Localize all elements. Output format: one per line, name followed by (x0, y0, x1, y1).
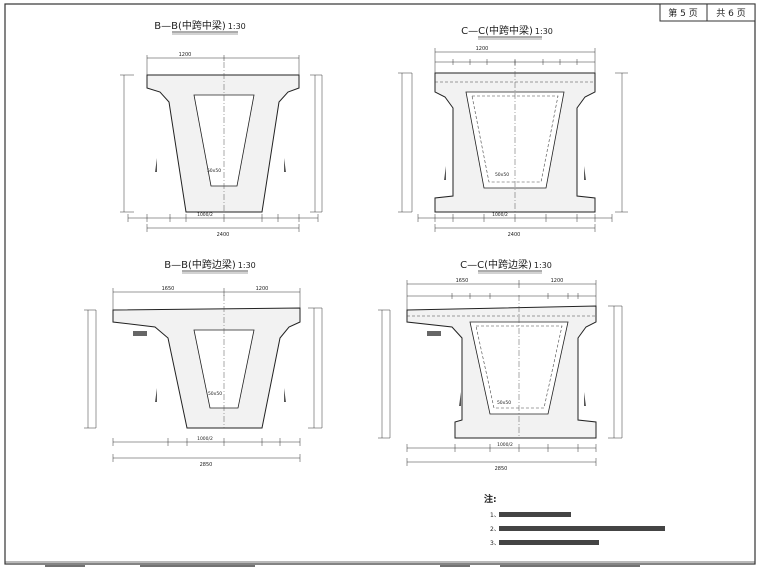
slope-triangle-left (444, 166, 446, 180)
bottom-half-width-label: 1000/2 (492, 212, 508, 218)
height-dimension (378, 305, 623, 439)
slope-triangle-right (584, 392, 586, 406)
beam-void (469, 321, 569, 415)
top-dimension (434, 48, 596, 73)
page-number: 第 5 页 (668, 7, 697, 19)
section-title: C—C(中跨中梁)1:30 (461, 24, 553, 37)
bottom-half-width-label: 1000/2 (197, 436, 213, 442)
overall-width-label: 2400 (217, 232, 230, 238)
section-cc-edge-beam: C—C(中跨边梁)1:30 1650 1200 1000/2 2850 50x5… (378, 258, 623, 472)
section-bb-edge-beam: B—B(中跨边梁)1:30 1650 1200 1000/2 2850 50x5… (84, 258, 323, 468)
bottom-dimension (417, 214, 613, 232)
height-dimension (398, 72, 628, 213)
bottom-half-width-label: 1000/2 (497, 442, 513, 448)
notes-block: 注: 1、 2、 3、 (484, 493, 665, 547)
overall-width-label: 2850 (200, 462, 213, 468)
fillet-label: 50x50 (208, 391, 222, 397)
note-line-3 (499, 540, 599, 545)
inner-void-dashed (475, 325, 563, 409)
slope-triangle-right (284, 158, 286, 172)
top-width-label: 1200 (179, 52, 192, 58)
bottom-dimension (406, 444, 597, 466)
page-total: 共 6 页 (716, 8, 745, 19)
section-title: B—B(中跨中梁)1:30 (154, 19, 246, 32)
outer-frame (4, 3, 756, 565)
slope-triangle-left (459, 392, 461, 406)
title-strip (5, 561, 755, 567)
slope-triangle-left (155, 388, 157, 402)
note-number-2: 2、 (490, 526, 500, 533)
edge-marker (427, 331, 441, 336)
note-number-1: 1、 (490, 512, 500, 519)
fillet-label: 50x50 (497, 400, 511, 406)
bottom-dimension (127, 214, 319, 232)
top-dimension (112, 288, 301, 310)
bottom-half-width-label: 1000/2 (197, 212, 213, 218)
section-title: C—C(中跨边梁)1:30 (460, 258, 552, 271)
section-cc-middle-beam: C—C(中跨中梁)1:30 1200 1000/2 2400 50x50 (398, 24, 628, 238)
edge-marker (133, 331, 147, 336)
fillet-label: 50x50 (495, 172, 509, 178)
overall-width-label: 2400 (508, 232, 521, 238)
slope-triangle-left (155, 158, 157, 172)
top-width-label: 1200 (476, 46, 489, 52)
fillet-label: 50x50 (207, 168, 221, 174)
top-right-width-label: 1200 (551, 278, 564, 284)
top-left-width-label: 1650 (162, 286, 175, 292)
height-dimension (120, 74, 323, 213)
bottom-dimension (112, 438, 301, 462)
section-bb-middle-beam: B—B(中跨中梁)1:30 1200 1000/2 2400 50x50 (120, 19, 323, 238)
page-indicator: 第 5 页 共 6 页 (659, 3, 756, 22)
note-line-1 (499, 512, 571, 517)
note-number-3: 3、 (490, 540, 500, 547)
top-dimension (406, 280, 597, 310)
slope-triangle-right (584, 166, 586, 180)
slope-triangle-right (284, 388, 286, 402)
overall-width-label: 2850 (495, 466, 508, 472)
top-dimension (146, 55, 300, 75)
section-title: B—B(中跨边梁)1:30 (164, 258, 256, 271)
note-line-2 (499, 526, 665, 531)
height-dimension (84, 307, 323, 429)
notes-heading: 注: (484, 493, 497, 505)
top-right-width-label: 1200 (256, 286, 269, 292)
top-left-width-label: 1650 (456, 278, 469, 284)
inner-void-dashed (471, 95, 559, 183)
